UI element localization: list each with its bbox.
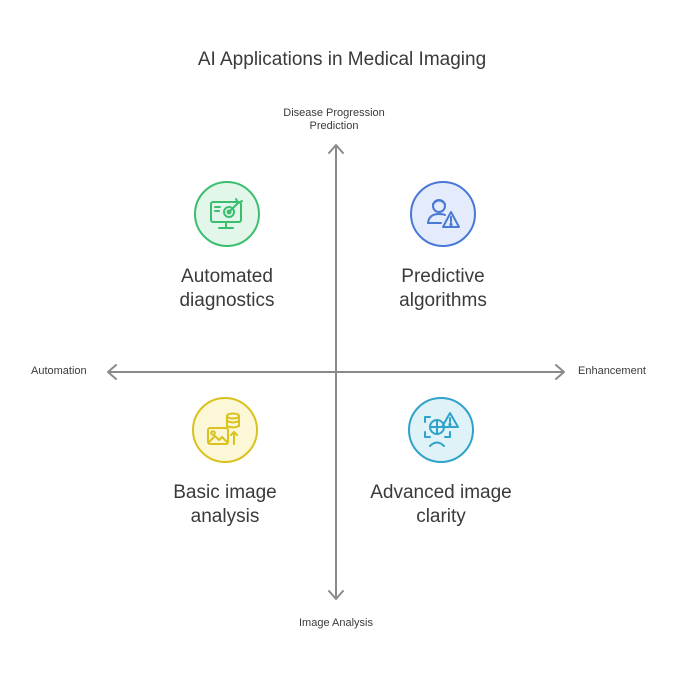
arrow-up-icon	[328, 144, 344, 154]
icon-badge	[192, 397, 258, 463]
axis-label-top: Disease Progression Prediction	[234, 107, 434, 133]
quadrant-label: Automated diagnostics	[127, 265, 327, 313]
icon-badge	[410, 181, 476, 247]
arrow-down-icon	[328, 590, 344, 600]
quadrant-label-line1: Advanced image	[370, 482, 512, 503]
image-database-icon	[207, 412, 240, 445]
quadrant-automated-diagnostics: Automated diagnostics	[127, 181, 327, 313]
quadrant-label-line2: algorithms	[399, 290, 487, 311]
icon-badge	[194, 181, 260, 247]
axis-label-left: Automation	[31, 365, 87, 377]
quadrant-basic-image-analysis: Basic image analysis	[125, 397, 325, 529]
quadrant-label-line2: clarity	[416, 506, 466, 527]
diagram-title: AI Applications in Medical Imaging	[197, 49, 487, 70]
quadrant-label-line1: Basic image	[173, 482, 277, 503]
quadrant-label: Predictive algorithms	[343, 265, 543, 313]
quadrant-label: Advanced image clarity	[341, 481, 541, 529]
arrow-left-icon	[107, 364, 117, 380]
quadrant-predictive-algorithms: Predictive algorithms	[343, 181, 543, 313]
quadrant-advanced-image-clarity: Advanced image clarity	[341, 397, 541, 529]
axis-label-bottom: Image Analysis	[299, 617, 373, 629]
quadrant-label-line2: diagnostics	[179, 290, 275, 311]
scan-warning-icon	[424, 412, 459, 447]
quadrant-label: Basic image analysis	[125, 481, 325, 529]
monitor-target-icon	[210, 198, 243, 229]
user-warning-icon	[427, 199, 460, 228]
icon-badge	[408, 397, 474, 463]
axis-label-top-line1: Disease Progression	[283, 107, 385, 119]
quadrant-label-line2: analysis	[190, 506, 260, 527]
quadrant-label-line1: Automated	[181, 266, 273, 287]
quadrant-label-line1: Predictive	[401, 266, 485, 287]
axis-label-right: Enhancement	[578, 365, 646, 377]
axis-label-top-line2: Prediction	[309, 120, 359, 132]
arrow-right-icon	[555, 364, 565, 380]
